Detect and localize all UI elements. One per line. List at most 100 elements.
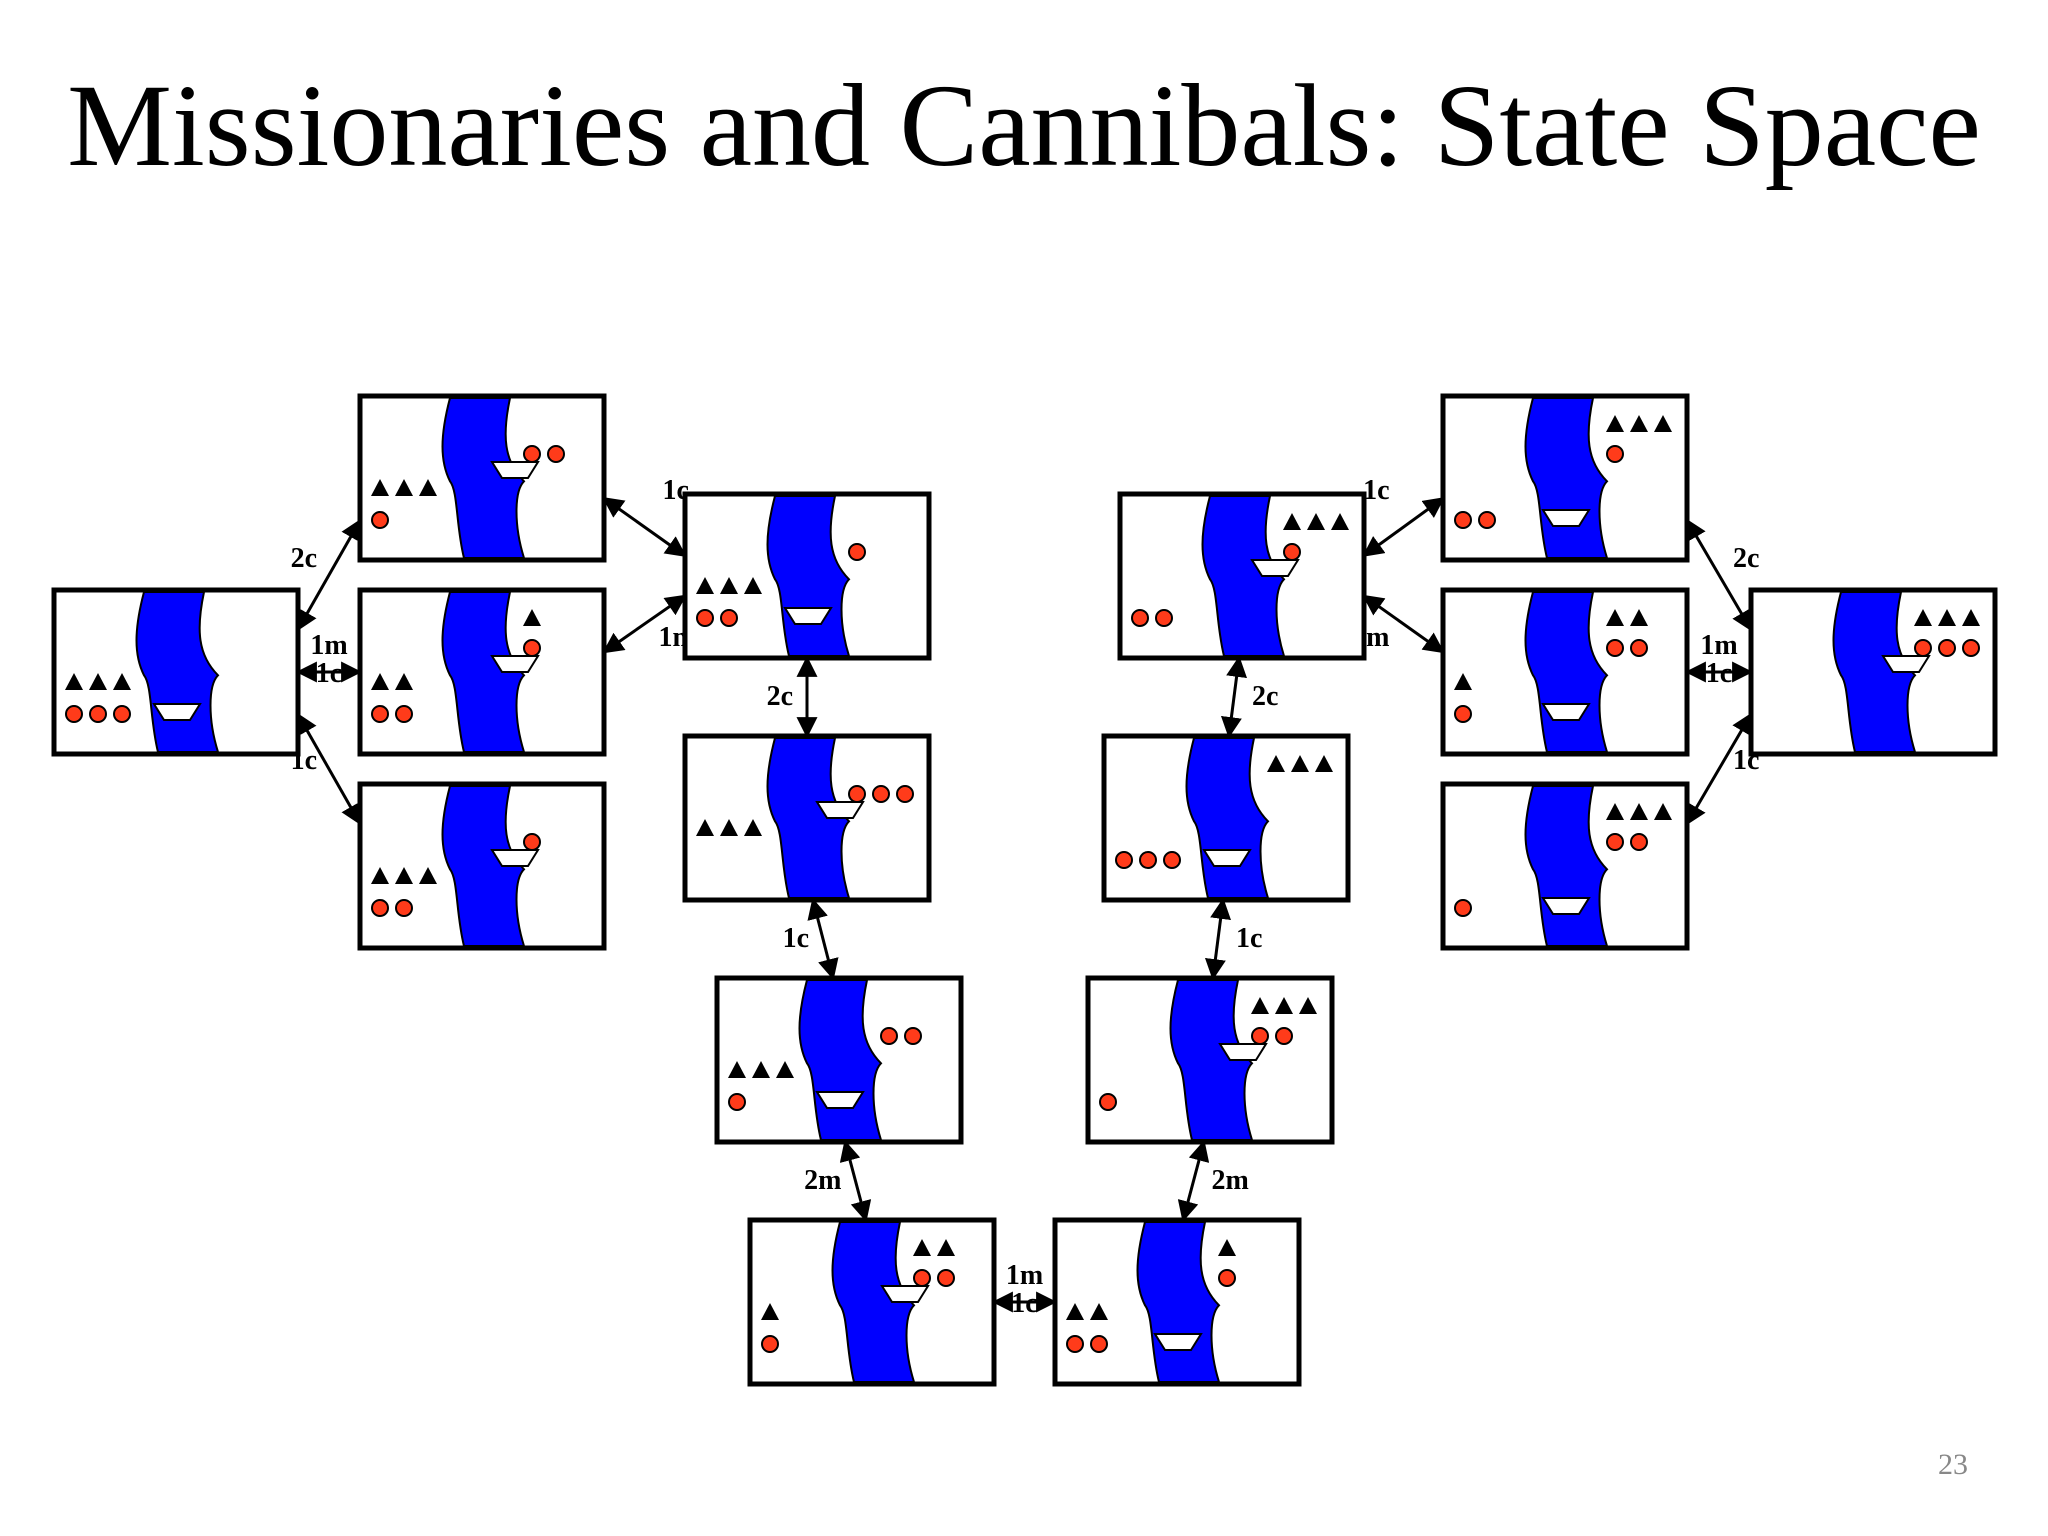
state-start [51,587,301,757]
cannibal-circle [1218,1269,1236,1287]
missionary-triangle [419,479,437,496]
river [798,979,883,1141]
cannibal-circle [728,1093,746,1111]
missionary-triangle [744,577,762,594]
river [1185,737,1270,899]
cannibal-circle [848,543,866,561]
cannibal-circle [371,511,389,529]
transition-label: 1c [1706,658,1732,689]
state-d2 [1101,733,1351,903]
missionary-triangle [1283,513,1301,530]
boat-icon [1541,509,1591,527]
cannibal-circle [1115,851,1133,869]
cannibal-circle [1938,639,1956,657]
state-l-top [357,393,607,563]
transition-label: 1c [1236,923,1262,954]
boat-icon [1541,703,1591,721]
river [766,495,851,657]
cannibal-circle [880,1027,898,1045]
missionary-triangle [1454,673,1472,690]
states-layer [51,393,1998,1387]
transition-edge: 1c [291,712,362,826]
missionary-triangle [720,819,738,836]
cannibal-circle [913,1269,931,1287]
boat-icon [783,607,833,625]
cannibal-circle [1454,705,1472,723]
slide-title: Missionaries and Cannibals: State Space [67,60,1981,191]
cannibal-circle [1139,851,1157,869]
missionary-triangle [65,673,83,690]
river [1524,397,1609,559]
transition-edge: 1c [1204,897,1262,981]
cannibal-circle [65,705,83,723]
missionary-triangle [1218,1239,1236,1256]
cannibal-circle [1283,543,1301,561]
double-arrow [1220,655,1248,739]
cannibal-circle [1630,639,1648,657]
transition-label: 2c [1733,543,1759,574]
cannibal-circle [1155,609,1173,627]
missionary-triangle [1962,609,1980,626]
state-c4 [747,1217,997,1387]
state-l-bot [357,781,607,951]
boat-icon [1153,1333,1203,1351]
cannibal-circle [872,785,890,803]
double-arrow [602,497,687,557]
cannibal-circle [1251,1027,1269,1045]
missionary-triangle [1654,803,1672,820]
cannibal-circle [1630,833,1648,851]
cannibal-circle [1914,639,1932,657]
cannibal-circle [904,1027,922,1045]
missionary-triangle [1914,609,1932,626]
transition-edge: 2m [1177,1139,1249,1223]
transition-edge: 1c [602,475,689,557]
missionary-triangle [776,1061,794,1078]
missionary-triangle [744,819,762,836]
boat-icon [152,703,202,721]
cannibal-circle [113,705,131,723]
state-c2 [682,733,932,903]
transition-label: 1c [1011,1288,1037,1319]
missionary-triangle [89,673,107,690]
missionary-triangle [371,673,389,690]
river [1524,785,1609,947]
boat-icon [1202,849,1252,867]
boat-icon [1541,897,1591,915]
transition-edge: 2c [1685,518,1759,632]
river [1832,591,1917,753]
missionary-triangle [395,867,413,884]
cannibal-circle [523,445,541,463]
missionary-triangle [371,867,389,884]
transition-edge: 2c [291,518,362,632]
missionary-triangle [395,673,413,690]
boat-icon [490,655,540,673]
double-arrow [1204,897,1232,981]
state-c3 [714,975,964,1145]
boat-icon [815,1091,865,1109]
missionary-triangle [696,577,714,594]
cannibal-circle [1606,639,1624,657]
river [135,591,220,753]
transition-label: 1c [1363,475,1389,506]
cannibal-circle [896,785,914,803]
state-c5 [1052,1217,1302,1387]
transition-label: 1m [310,630,347,661]
missionary-triangle [720,577,738,594]
transition-edge: 2m [804,1139,872,1223]
cannibal-circle [696,609,714,627]
missionary-triangle [913,1239,931,1256]
double-arrow [1685,712,1753,826]
missionary-triangle [1630,415,1648,432]
missionary-triangle [696,819,714,836]
double-arrow [839,1139,872,1223]
double-arrow [602,594,687,654]
cannibal-circle [1454,899,1472,917]
cannibal-circle [1099,1093,1117,1111]
transition-label: 2c [767,681,793,712]
river [441,591,526,753]
transition-edge: 2c [767,655,818,739]
cannibal-circle [371,899,389,917]
missionary-triangle [523,609,541,626]
missionary-triangle [761,1303,779,1320]
